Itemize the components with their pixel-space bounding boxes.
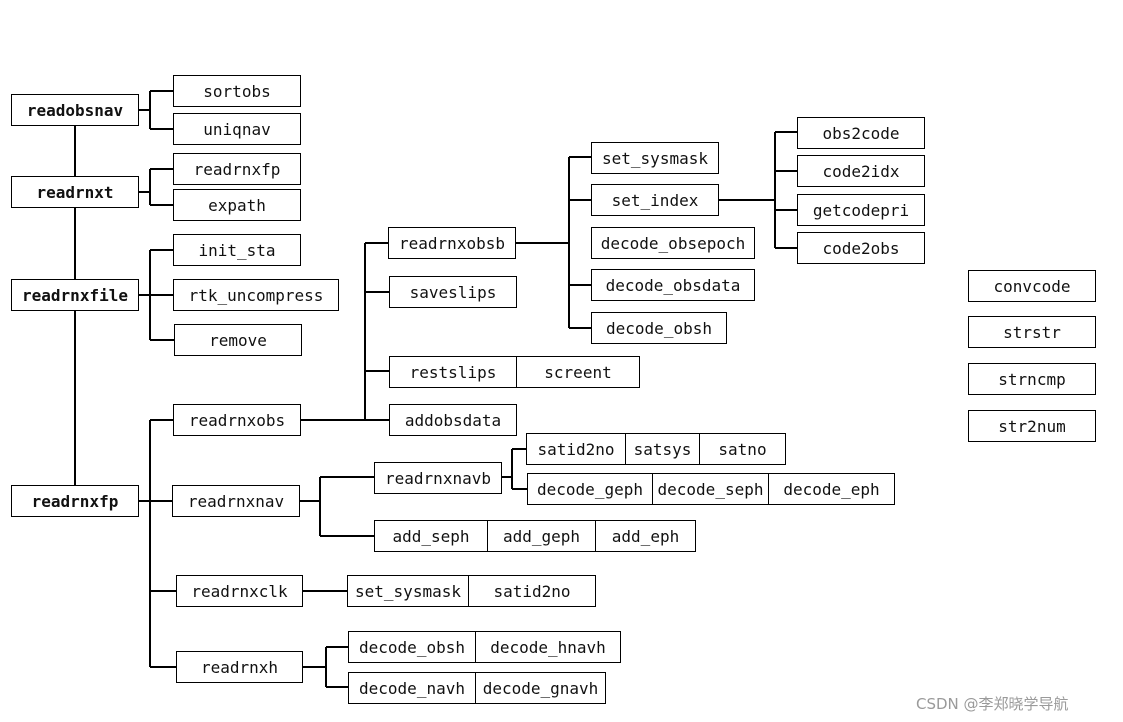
node-restslips: restslips — [389, 356, 517, 388]
node-readrnxobs: readrnxobs — [173, 404, 301, 436]
node-readrnxfp-sub: readrnxfp — [173, 153, 301, 185]
node-decode-eph: decode_eph — [768, 473, 895, 505]
watermark-text: CSDN @李郑晓学导航 — [916, 695, 1069, 713]
node-readrnxfile: readrnxfile — [11, 279, 139, 311]
node-set-sysmask-clk: set_sysmask — [347, 575, 469, 607]
node-set-sysmask: set_sysmask — [591, 142, 719, 174]
node-decode-obsepoch: decode_obsepoch — [591, 227, 755, 259]
node-readrnxh: readrnxh — [176, 651, 303, 683]
node-readrnxnav: readrnxnav — [172, 485, 300, 517]
node-strncmp: strncmp — [968, 363, 1096, 395]
node-expath: expath — [173, 189, 301, 221]
node-code2idx: code2idx — [797, 155, 925, 187]
node-decode-hnavh: decode_hnavh — [475, 631, 621, 663]
node-set-index: set_index — [591, 184, 719, 216]
node-decode-obsdata: decode_obsdata — [591, 269, 755, 301]
node-screent: screent — [516, 356, 640, 388]
node-saveslips: saveslips — [389, 276, 517, 308]
node-satid2no: satid2no — [526, 433, 626, 465]
node-readrnxt: readrnxt — [11, 176, 139, 208]
node-readrnxnavb: readrnxnavb — [374, 462, 502, 494]
node-init-sta: init_sta — [173, 234, 301, 266]
node-getcodepri: getcodepri — [797, 194, 925, 226]
node-rtk-uncompress: rtk_uncompress — [173, 279, 339, 311]
node-satsys: satsys — [625, 433, 700, 465]
node-satid2no-clk: satid2no — [468, 575, 596, 607]
node-convcode: convcode — [968, 270, 1096, 302]
node-decode-navh: decode_navh — [348, 672, 476, 704]
node-decode-gnavh: decode_gnavh — [475, 672, 606, 704]
node-uniqnav: uniqnav — [173, 113, 301, 145]
node-code2obs: code2obs — [797, 232, 925, 264]
node-add-geph: add_geph — [487, 520, 596, 552]
node-add-seph: add_seph — [374, 520, 488, 552]
node-addobsdata: addobsdata — [389, 404, 517, 436]
node-readrnxfp: readrnxfp — [11, 485, 139, 517]
node-obs2code: obs2code — [797, 117, 925, 149]
node-decode-obsh: decode_obsh — [591, 312, 727, 344]
node-sortobs: sortobs — [173, 75, 301, 107]
node-satno: satno — [699, 433, 786, 465]
node-str2num: str2num — [968, 410, 1096, 442]
node-decode-seph: decode_seph — [652, 473, 769, 505]
node-strstr: strstr — [968, 316, 1096, 348]
node-decode-geph: decode_geph — [527, 473, 653, 505]
node-add-eph: add_eph — [595, 520, 696, 552]
node-readobsnav: readobsnav — [11, 94, 139, 126]
node-readrnxobsb: readrnxobsb — [388, 227, 516, 259]
node-remove: remove — [174, 324, 302, 356]
node-decode-obsh-h: decode_obsh — [348, 631, 476, 663]
node-readrnxclk: readrnxclk — [176, 575, 303, 607]
